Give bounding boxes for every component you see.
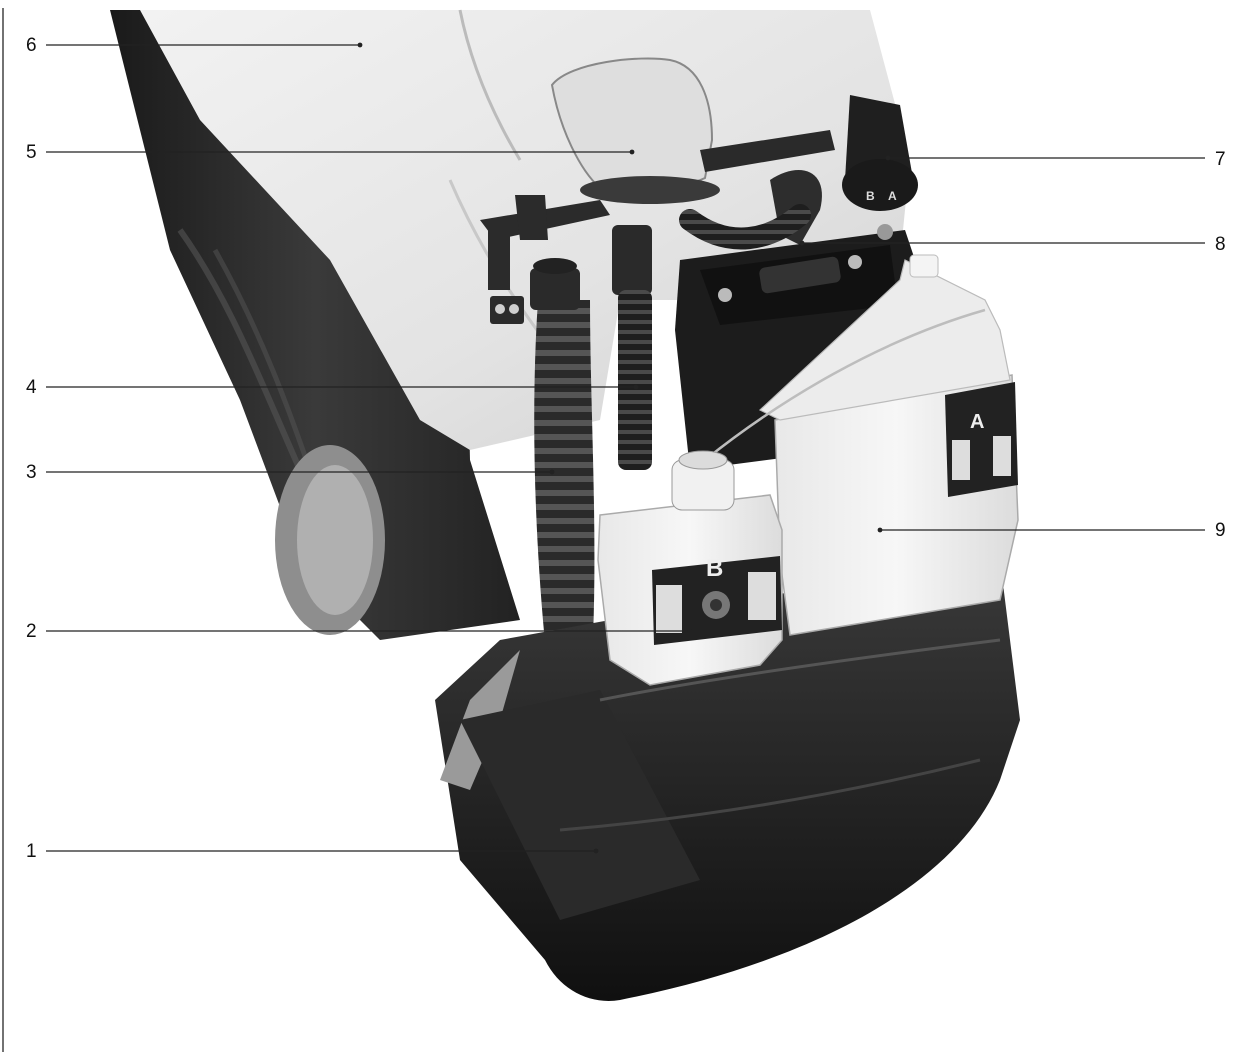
cap-letter-a: A (888, 189, 897, 203)
callout-8: 8 (1215, 234, 1226, 255)
left-hose (534, 300, 595, 690)
cap-letter-b: B (866, 189, 875, 203)
lid (550, 57, 714, 193)
tank-a-letter: A (970, 411, 984, 433)
callout-6: 6 (26, 35, 37, 56)
machine-illustration: B A A (110, 9, 1020, 1001)
tank-b-letter: B (706, 555, 723, 582)
callout-2: 2 (26, 621, 37, 642)
callout-7: 7 (1215, 149, 1226, 170)
callout-5: 5 (26, 142, 37, 163)
callout-9: 9 (1215, 520, 1226, 541)
center-hose (618, 290, 652, 470)
callout-4: 4 (26, 377, 37, 398)
callouts: 6 5 4 3 2 1 7 8 9 (26, 35, 1226, 862)
callout-1: 1 (26, 841, 37, 862)
callout-3: 3 (26, 462, 37, 483)
